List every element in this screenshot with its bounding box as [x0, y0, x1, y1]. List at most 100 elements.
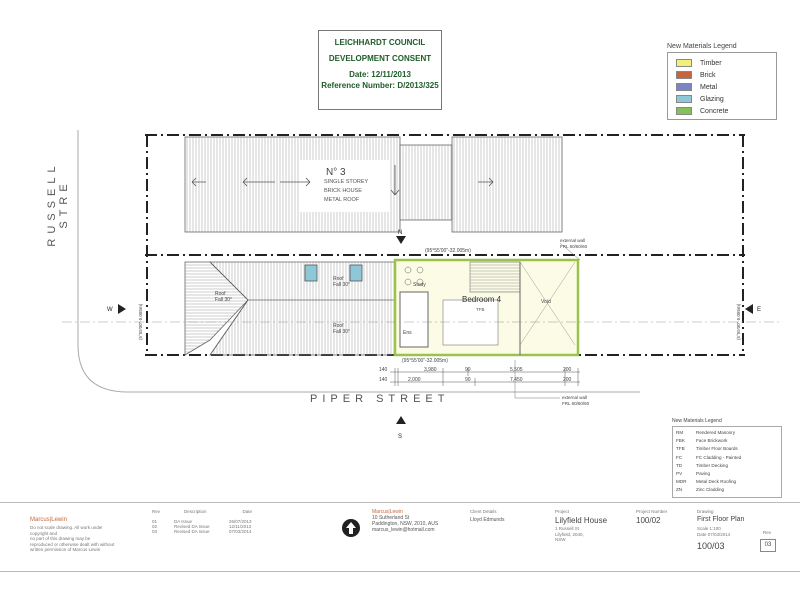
piper-street-label: PIPER STREET: [310, 393, 450, 405]
room-code: TFB: [476, 307, 485, 312]
void-label: Void: [541, 299, 551, 305]
ensuite-label: Ens: [403, 330, 412, 336]
east-marker-label: E: [757, 307, 761, 313]
dim-2-3: 90: [465, 377, 471, 383]
consent-reference: Reference Number: D/2013/325: [321, 81, 439, 90]
roof-fall-left: Fall 30°: [215, 297, 232, 303]
project-name: Lilyfield House: [555, 516, 608, 525]
legend-item-glazing: Glazing: [676, 93, 770, 105]
materials-legend-title: New Materials Legend: [667, 43, 737, 50]
skylight-1: [304, 264, 318, 282]
dim-1-4: 5,505: [510, 367, 523, 373]
client-label: Client Details: [470, 509, 497, 514]
architect-logo: Marcus|Lewin: [30, 517, 67, 523]
skylight-2: [349, 264, 363, 282]
legend-item-concrete: Concrete: [676, 105, 770, 117]
dim-1-1: 140: [379, 367, 388, 373]
bed: [442, 299, 499, 346]
consent-date: Date: 12/11/2013: [349, 70, 411, 79]
neighbour-desc-3: METAL ROOF: [324, 197, 360, 203]
subject-roof: [184, 261, 396, 356]
dim-2-5: 200: [563, 377, 572, 383]
roof-fall-arrows: [191, 165, 494, 196]
west-marker-arrow: [118, 304, 126, 314]
glazing-swatch: [676, 95, 692, 103]
boundary-bearing-top: (95°55'00"-32.005m): [425, 248, 471, 254]
concrete-swatch: [676, 107, 692, 115]
study-label: Study: [413, 282, 426, 288]
project-address: 1 Russell St Lilyfield, 2040, NSW: [555, 526, 584, 542]
council-name: LEICHHARDT COUNCIL: [334, 38, 426, 47]
drawing-label: Drawing: [697, 509, 714, 514]
west-marker-label: W: [107, 307, 113, 313]
architect-details: Marcus|Lewin 10 Sutherland St Paddington…: [372, 509, 439, 533]
client-name: Lloyd Edmunds: [470, 517, 505, 523]
neighbour-house: [184, 136, 563, 233]
void-line-2: [519, 261, 576, 346]
north-marker-arrow: [396, 236, 406, 244]
drawing-scale: Scale 1:100: [697, 526, 721, 531]
roof-label-bottom: Roof: [333, 323, 344, 329]
south-marker-arrow: [396, 416, 406, 424]
dim-2-4: 7,450: [510, 377, 523, 383]
north-arrow-icon: [342, 519, 360, 537]
rev-number: 03: [760, 539, 776, 552]
dim-1-2: 3,980: [424, 367, 437, 373]
roof-fall-mid: Fall 30°: [333, 282, 350, 288]
russell-street-label: RUSSELL STRE: [46, 161, 70, 247]
roof-label-mid: Roof: [333, 276, 344, 282]
bedroom-label: Bedroom 4: [462, 295, 502, 304]
roof-fall-bottom: Fall 30°: [333, 329, 350, 335]
dim-1-3: 90: [465, 367, 471, 373]
timber-swatch: [676, 59, 692, 67]
metal-swatch: [676, 83, 692, 91]
dim-2-1: 140: [379, 377, 388, 383]
south-marker-label: S: [398, 434, 402, 440]
rev-label: Rev: [763, 530, 772, 535]
project-number: 100/02: [636, 516, 661, 525]
drawing-number: 100/03: [697, 541, 725, 551]
brick-swatch: [676, 71, 692, 79]
side-bearing-right: (5°55'00"-5.085m): [736, 303, 741, 340]
legend-item-timber: Timber: [676, 57, 770, 69]
stair: [469, 261, 521, 293]
external-wall-frl-top: FRL 60/60/60: [560, 244, 588, 249]
neighbour-number: N° 3: [326, 167, 346, 178]
boundary-bearing-bottom: (95°55'00"-32.005m): [402, 358, 448, 364]
dimension-lines: [390, 368, 580, 386]
consent-title: DEVELOPMENT CONSENT: [328, 54, 432, 63]
project-label: Project: [555, 509, 570, 514]
roof-label-left: Roof: [215, 291, 226, 297]
external-wall-note-top: external wall: [560, 238, 585, 243]
dim-1-5: 200: [563, 367, 572, 373]
drawing-date: Date 07/03/2014: [697, 532, 731, 537]
neighbour-desc-1: SINGLE STOREY: [324, 179, 369, 185]
ensuite: [399, 291, 429, 348]
dim-2-2: 2,000: [408, 377, 421, 383]
east-marker-arrow: [745, 304, 753, 314]
legend-item-brick: Brick: [676, 69, 770, 81]
north-marker-label: N: [398, 230, 402, 236]
external-wall-frl-bottom: FRL 60/60/60: [562, 401, 590, 406]
side-bearing-left: (5°55'00"-5.085m): [138, 303, 143, 340]
external-wall-note-bottom: external wall: [562, 395, 587, 400]
development-consent-stamp: LEICHHARDT COUNCIL DEVELOPMENT CONSENT D…: [318, 30, 442, 110]
first-floor-addition: [393, 258, 580, 357]
project-number-label: Project Number: [636, 509, 668, 514]
title-block: Marcus|Lewin Do not scale drawing. All w…: [0, 502, 800, 572]
drawing-title: First Floor Plan: [697, 516, 745, 523]
legend-item-metal: Metal: [676, 81, 770, 93]
kerb-line: [77, 130, 640, 393]
